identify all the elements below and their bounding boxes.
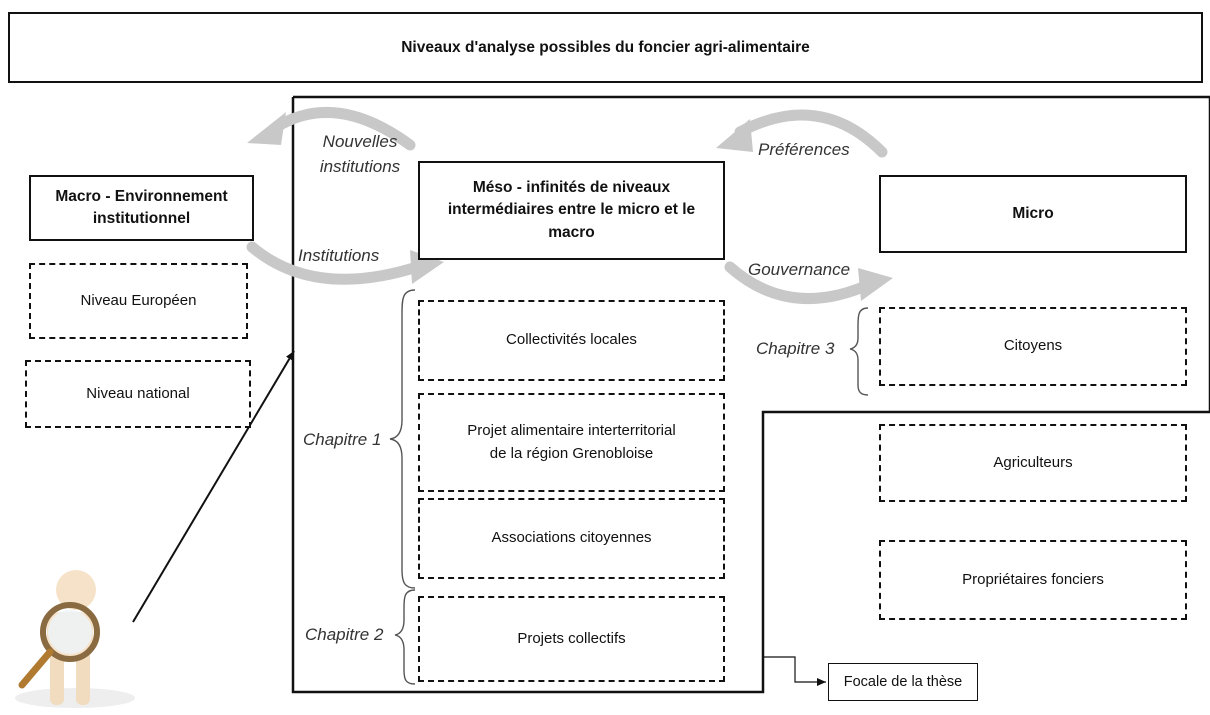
micro-item-citoyens: Citoyens: [879, 307, 1187, 386]
micro-item-agriculteurs: Agriculteurs: [879, 424, 1187, 502]
new-institutions-arrowhead: [247, 112, 286, 145]
focal-connector: [764, 656, 826, 686]
chapter2-label: Chapitre 2: [305, 625, 384, 644]
meso-item-associations: Associations citoyennes: [418, 498, 725, 579]
micro-item-proprietaires: Propriétaires fonciers: [879, 540, 1187, 620]
macro-item-label: Niveau Européen: [80, 291, 197, 309]
meso-item-collectivites: Collectivités locales: [418, 300, 725, 381]
micro-level-box: Micro: [879, 175, 1187, 253]
new-institutions-arrow: [269, 107, 416, 151]
governance-arrowhead: [858, 268, 893, 301]
meso-level-label: Méso - infinités de niveaux intermédiair…: [447, 178, 696, 241]
macro-item-label: Niveau national: [86, 384, 190, 402]
preferences-arrowhead: [716, 119, 753, 152]
preferences-label: Préférences: [758, 140, 850, 159]
chapter3-label: Chapitre 3: [756, 339, 835, 358]
meso-level-box: Méso - infinités de niveaux intermédiair…: [418, 161, 725, 260]
new-institutions-label: Nouvelles institutions: [319, 132, 401, 176]
focal-area-outline: [291, 95, 1210, 694]
diagram-title: Niveaux d'analyse possibles du foncier a…: [401, 38, 810, 56]
preferences-arrow: [734, 109, 888, 158]
micro-item-label: Agriculteurs: [993, 453, 1073, 471]
chapter3-brace: [849, 307, 869, 396]
micro-level-label: Micro: [1012, 204, 1054, 222]
meso-item-label: Projet alimentaire interterritorial de l…: [467, 422, 676, 462]
macro-item-european: Niveau Européen: [29, 263, 248, 339]
focal-label: Focale de la thèse: [843, 674, 963, 690]
meso-item-label: Projets collectifs: [517, 629, 626, 647]
micro-item-label: Propriétaires fonciers: [962, 570, 1104, 588]
meso-item-projets-collectifs: Projets collectifs: [418, 596, 725, 682]
institutions-arrow: [246, 241, 426, 285]
governance-arrow: [724, 261, 876, 305]
governance-label: Gouvernance: [748, 260, 851, 279]
chapter1-label: Chapitre 1: [303, 430, 382, 449]
magnifier-figure: [15, 570, 135, 708]
institutions-label: Institutions: [298, 246, 380, 265]
focal-label-box: Focale de la thèse: [828, 663, 978, 701]
magnifier-pointer-line: [132, 350, 295, 623]
diagram-title-box: Niveaux d'analyse possibles du foncier a…: [8, 12, 1203, 83]
chapter2-brace: [394, 589, 416, 685]
macro-level-box: Macro - Environnement institutionnel: [29, 175, 254, 241]
micro-item-label: Citoyens: [1003, 337, 1063, 355]
chapter1-brace: [389, 289, 416, 589]
meso-item-label: Associations citoyennes: [491, 529, 652, 547]
meso-item-label: Collectivités locales: [506, 331, 637, 349]
meso-item-projet-alimentaire: Projet alimentaire interterritorial de l…: [418, 393, 725, 492]
macro-item-national: Niveau national: [25, 360, 251, 428]
macro-level-label: Macro - Environnement institutionnel: [55, 187, 228, 227]
